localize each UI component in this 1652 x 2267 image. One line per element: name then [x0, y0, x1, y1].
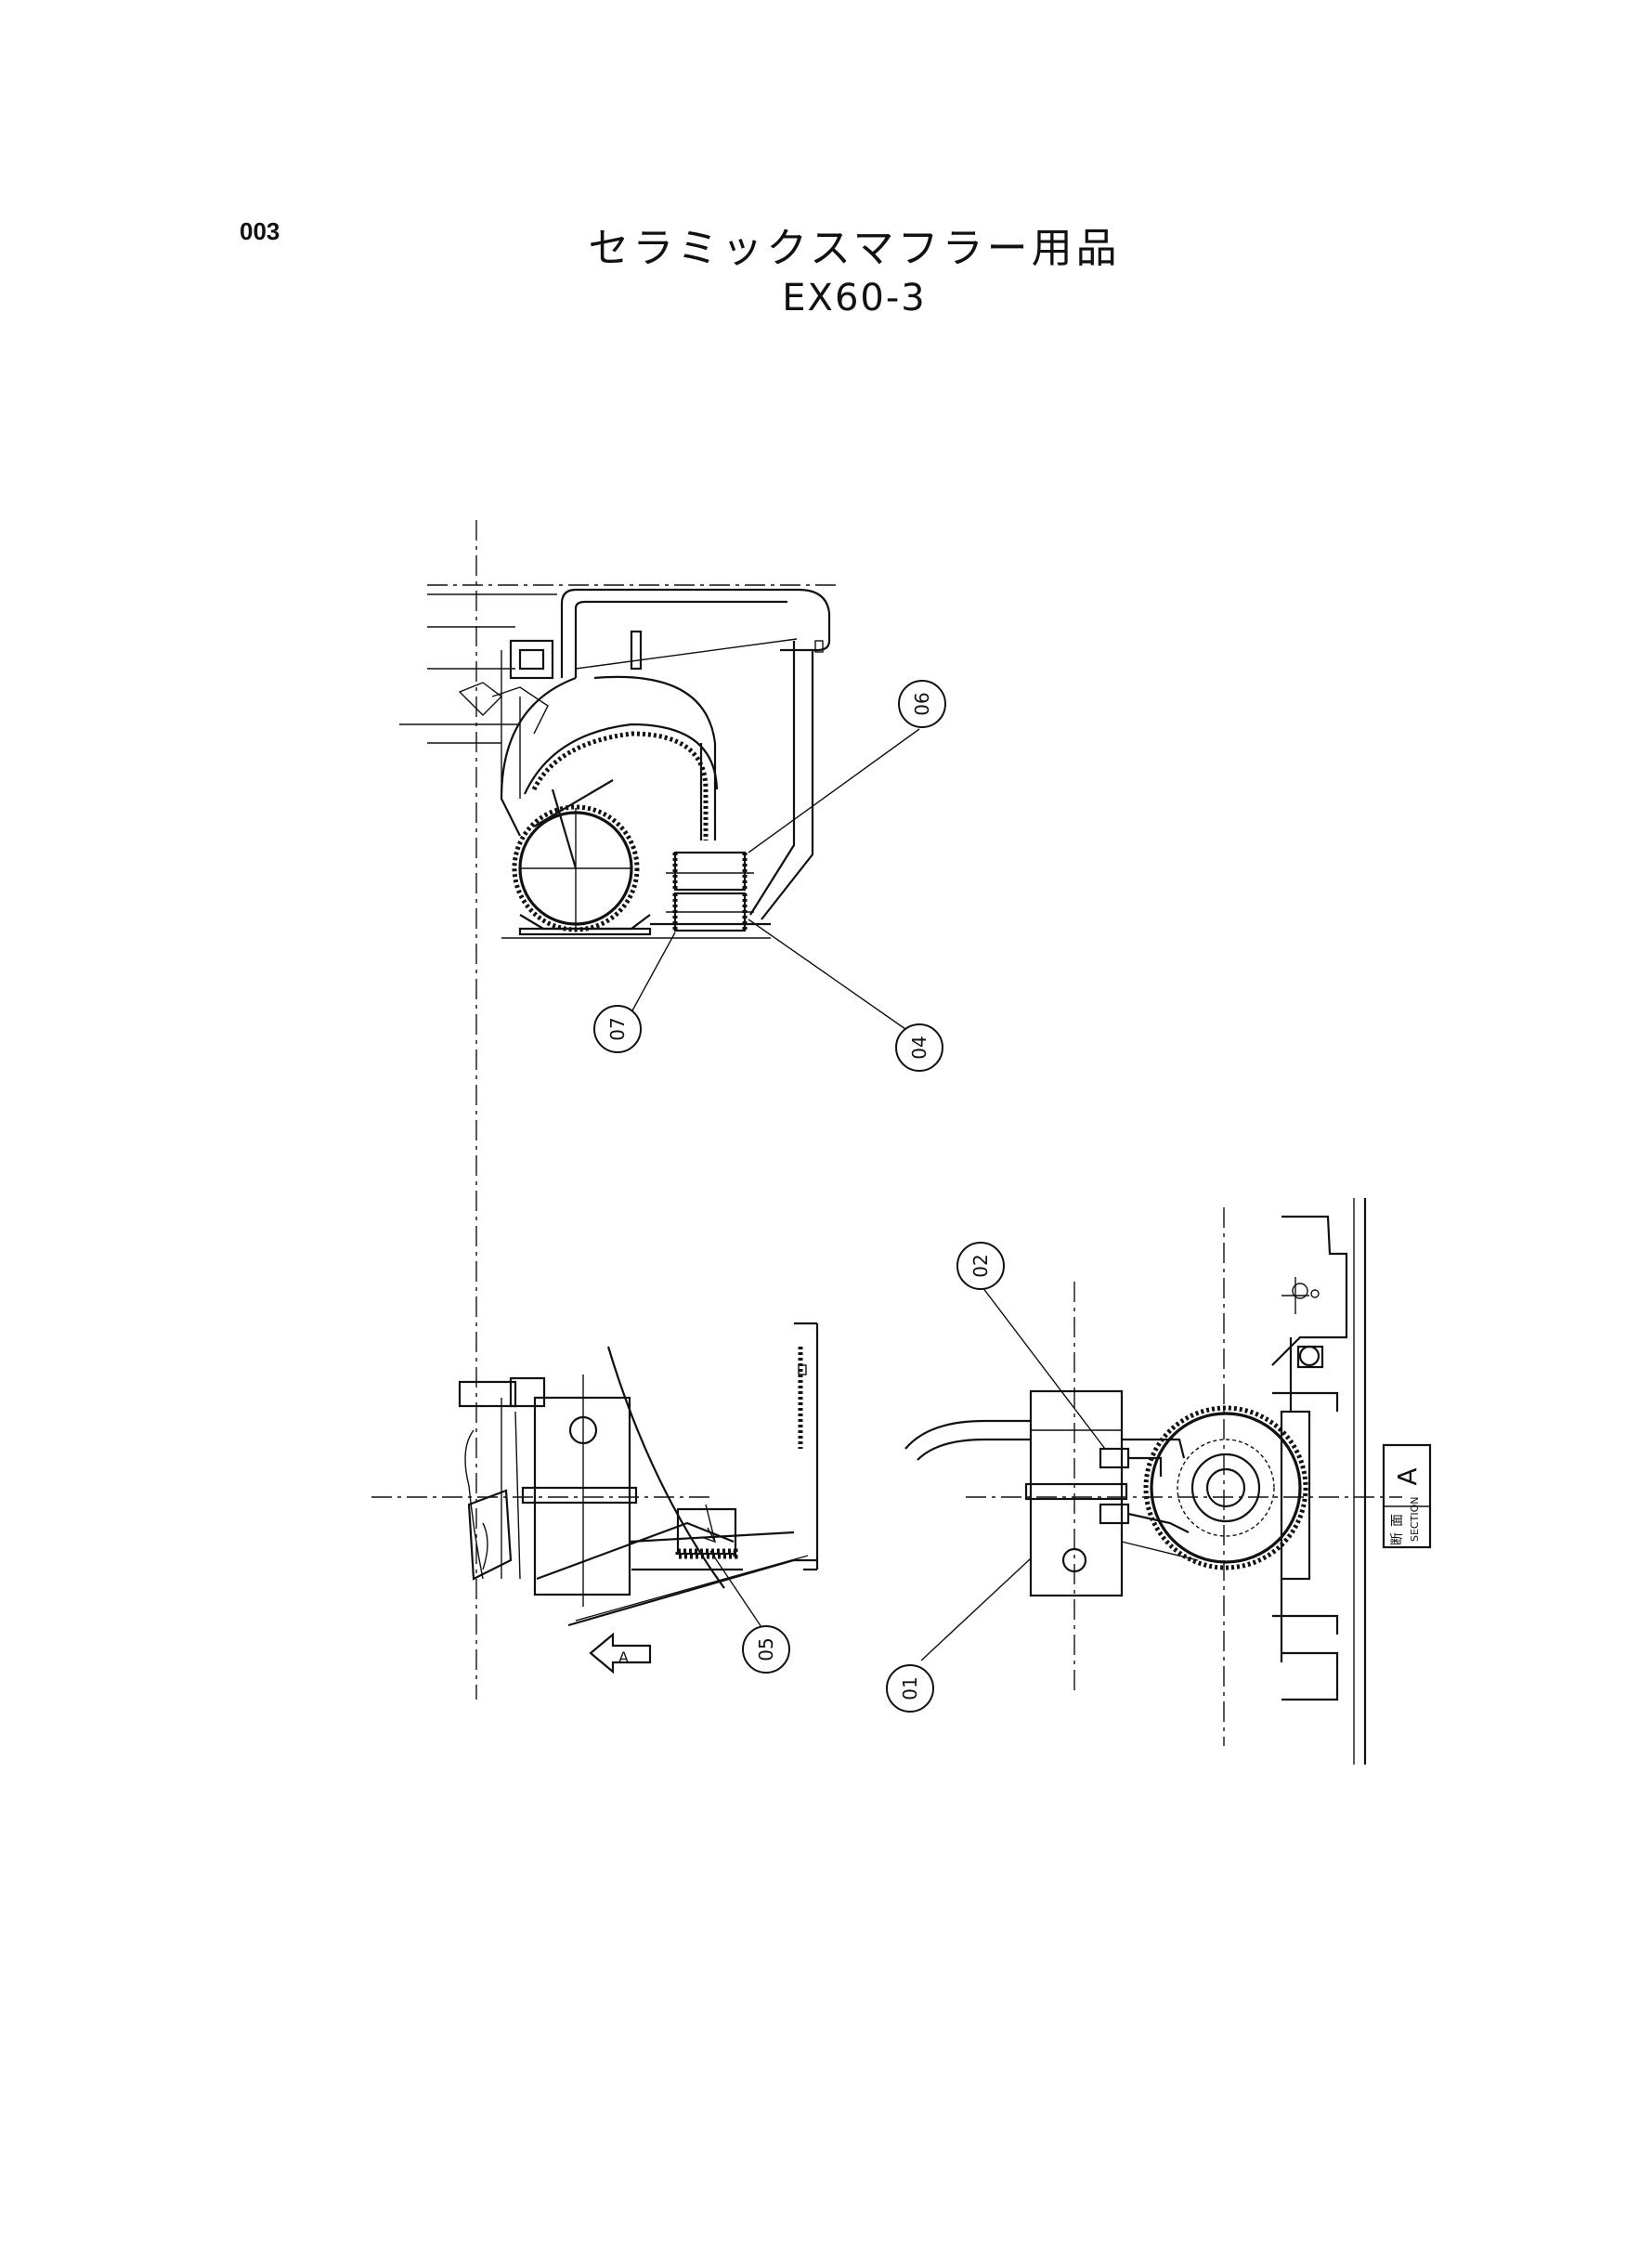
- callout-01: 01: [886, 1664, 934, 1713]
- svg-text:05: 05: [755, 1637, 777, 1661]
- callout-07: 07: [593, 1005, 642, 1053]
- section-kanji-2: 面: [1390, 1514, 1405, 1527]
- page-number: 003: [240, 217, 280, 245]
- diagram-title: セラミックスマフラー用品: [588, 225, 1121, 272]
- svg-text:04: 04: [908, 1036, 930, 1059]
- top-view: [399, 584, 836, 939]
- section-text: SECTION: [1409, 1497, 1421, 1542]
- leaders: [631, 728, 1106, 1661]
- svg-text:07: 07: [606, 1017, 629, 1040]
- section-view: [904, 1198, 1402, 1765]
- section-label-box: A SECTION 面 断: [1382, 1443, 1432, 1549]
- section-letter: A: [1392, 1467, 1423, 1485]
- title-block: セラミックスマフラー用品 EX60-3: [520, 223, 1189, 321]
- section-kanji-1: 断: [1390, 1532, 1405, 1545]
- callout-06: 06: [898, 680, 946, 728]
- view-arrow: A: [589, 1632, 652, 1674]
- svg-text:01: 01: [899, 1676, 921, 1700]
- view-arrow-letter: A: [618, 1648, 629, 1666]
- callout-04: 04: [895, 1023, 943, 1072]
- model-number: EX60-3: [782, 277, 927, 319]
- callout-05: 05: [742, 1625, 790, 1674]
- svg-text:02: 02: [969, 1254, 992, 1277]
- svg-text:06: 06: [911, 692, 933, 715]
- side-view: A: [371, 1322, 819, 1674]
- callout-02: 02: [956, 1242, 1005, 1290]
